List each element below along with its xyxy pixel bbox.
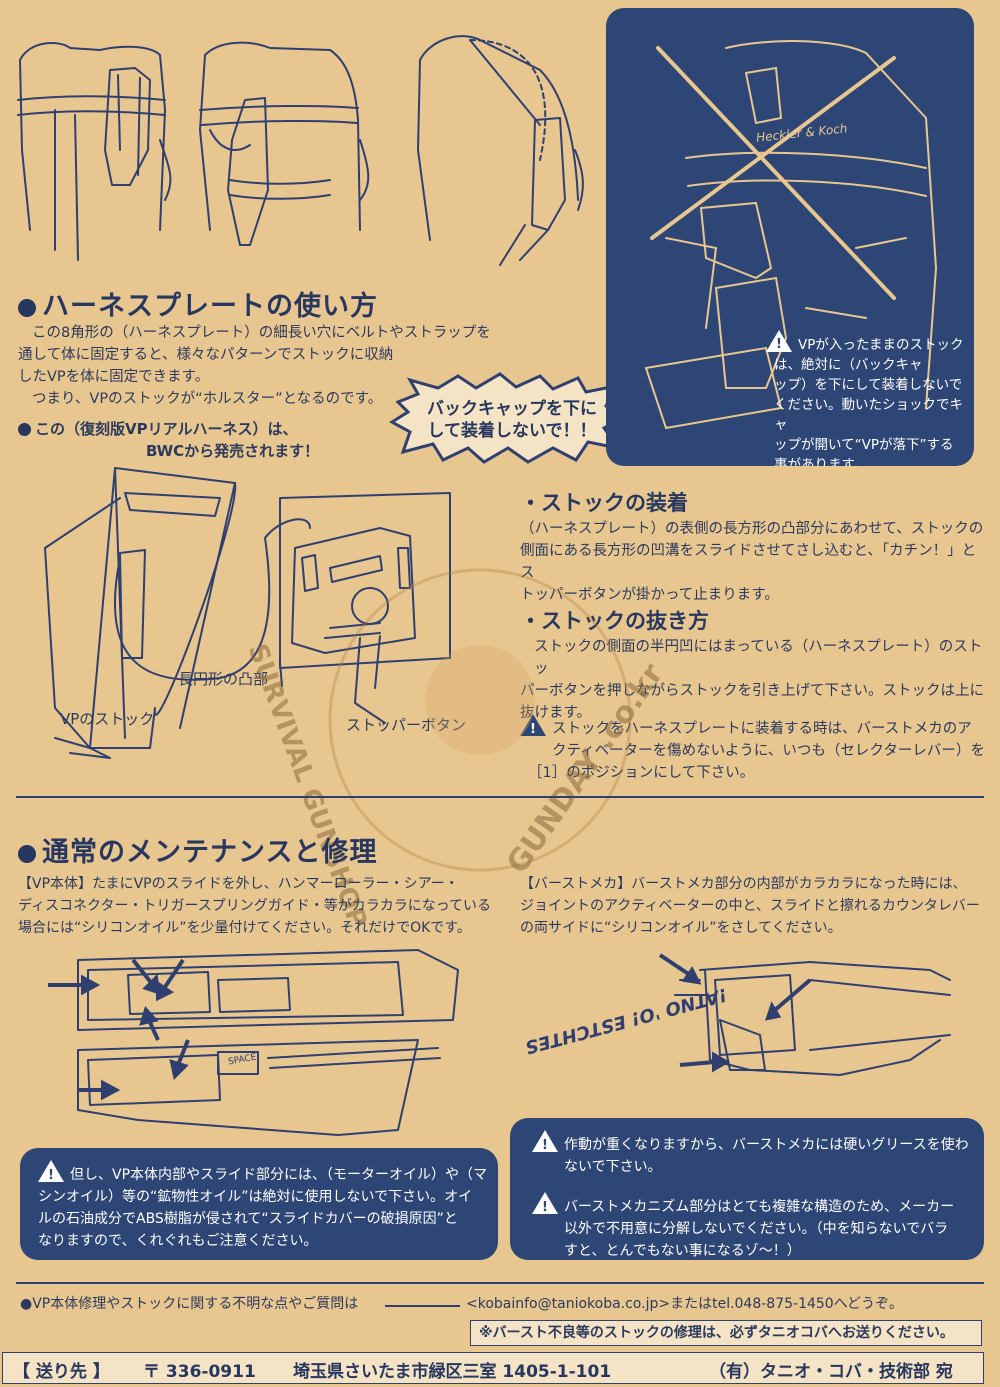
shop-watermark bbox=[328, 568, 632, 872]
bubble-shape bbox=[389, 372, 627, 464]
stock-attach-text: （ハーネスプレート）の表側の長方形の凸部分にあわせて、ストックの 側面にある長方… bbox=[520, 521, 984, 603]
release-bullet bbox=[18, 423, 31, 436]
mineral-oil-warning: 但し、VP本体内部やスライド部分には、（モーターオイル）や（マ シンオイル）等の… bbox=[20, 1148, 498, 1260]
repair-note-box: ※バースト不良等のストックの修理は、必ずタニオコバへお送りください。 bbox=[470, 1320, 982, 1346]
send-label: 【 送り先 】 bbox=[13, 1362, 110, 1382]
disassembly-warning-icon bbox=[532, 1192, 558, 1219]
company: （有）タニオ・コバ・技術部 宛 bbox=[709, 1362, 953, 1382]
harness-usage-illustrations bbox=[17, 35, 584, 266]
selector-caution: ストックをハーネスプレートに装着する時は、バーストメカのア クティベーターを傷め… bbox=[520, 714, 990, 784]
section-divider bbox=[16, 796, 984, 798]
address-box: 【 送り先 】 〒 336-0911 埼玉県さいたま市緑区三室 1405-1-1… bbox=[2, 1352, 984, 1384]
heading-bullet bbox=[18, 299, 36, 317]
warning-icon bbox=[766, 330, 792, 355]
heading-bullet bbox=[18, 845, 36, 863]
address: 埼玉県さいたま市緑区三室 1405-1-101 bbox=[293, 1362, 612, 1382]
vp-body-maintenance: 【VP本体】たまにVPのスライドを外し、ハンマーローラー・シアー・ ディスコネク… bbox=[18, 876, 492, 936]
stock-warning-text: VPが入ったままのストック は、絶対に（バックキャ ップ）を下にして装着しないで… bbox=[766, 330, 971, 466]
caution-icon bbox=[520, 714, 546, 741]
footer-leader-line bbox=[385, 1305, 460, 1307]
harness-plate-illustration bbox=[44, 467, 451, 759]
pistol-internals-illustration bbox=[48, 949, 459, 1136]
crossed-out-illustration bbox=[644, 40, 938, 430]
harness-description: この8角形の（ハーネスプレート）の細長い穴にベルトやストラップを 通して体に固定… bbox=[18, 322, 518, 410]
maintenance-heading: 通常のメンテナンスと修理 bbox=[18, 830, 377, 869]
repair-note: ※バースト不良等のストックの修理は、必ずタニオコバへお送りください。 bbox=[479, 1325, 954, 1341]
burst-maintenance: 【バーストメカ】バーストメカ部分の内部がカラカラになった時には、 ジョイントのア… bbox=[520, 876, 980, 936]
stock-warning-panel: Heckler & Koch VPが入ったままのストック は、絶対に（バックキャ… bbox=[606, 8, 974, 466]
grease-warning-icon bbox=[532, 1130, 558, 1157]
warning-bubble: バックキャップを下に して装着しないで！！ bbox=[427, 399, 597, 441]
harness-line-4: つまり、VPのストックが“ホルスター”となるのです。 bbox=[32, 391, 383, 407]
label-vp-stock: VPのストック bbox=[60, 710, 155, 728]
stock-attach-title: ・ストックの装着 bbox=[520, 491, 688, 515]
harness-heading: ハーネスプレートの使い方 bbox=[18, 284, 378, 323]
harness-line-1: この8角形の（ハーネスプレート）の細長い穴にベルトやストラップを bbox=[32, 325, 491, 341]
harness-release-note: この（復刻版VPリアルハーネス）は、 BWCから発売されます！ bbox=[18, 418, 319, 462]
burst-mech-illustration bbox=[658, 953, 951, 1076]
warning-icon bbox=[38, 1160, 64, 1187]
footer-contact[interactable]: <kobainfo@taniokoba.co.jp>またはtel.048-875… bbox=[466, 1296, 904, 1312]
harness-line-3: したVPを体に固定できます。 bbox=[18, 369, 210, 385]
burst-mech-warning: 作動が重くなりますから、バーストメカには硬いグリースを使わ ないで下さい。 バー… bbox=[510, 1118, 984, 1260]
label-stopper: ストッパーボタン bbox=[346, 716, 467, 734]
harness-line-2: 通して体に固定すると、様々なパターンでストックに収納 bbox=[18, 347, 394, 363]
stock-remove-title: ・ストックの抜き方 bbox=[520, 609, 709, 633]
postal-code: 〒 336-0911 bbox=[143, 1362, 256, 1382]
footer-divider bbox=[16, 1282, 984, 1284]
label-boss: 長円形の凸部 bbox=[178, 670, 269, 688]
footer-question: ●VP本体修理やストックに関する不明な点やご質問は bbox=[20, 1296, 359, 1312]
